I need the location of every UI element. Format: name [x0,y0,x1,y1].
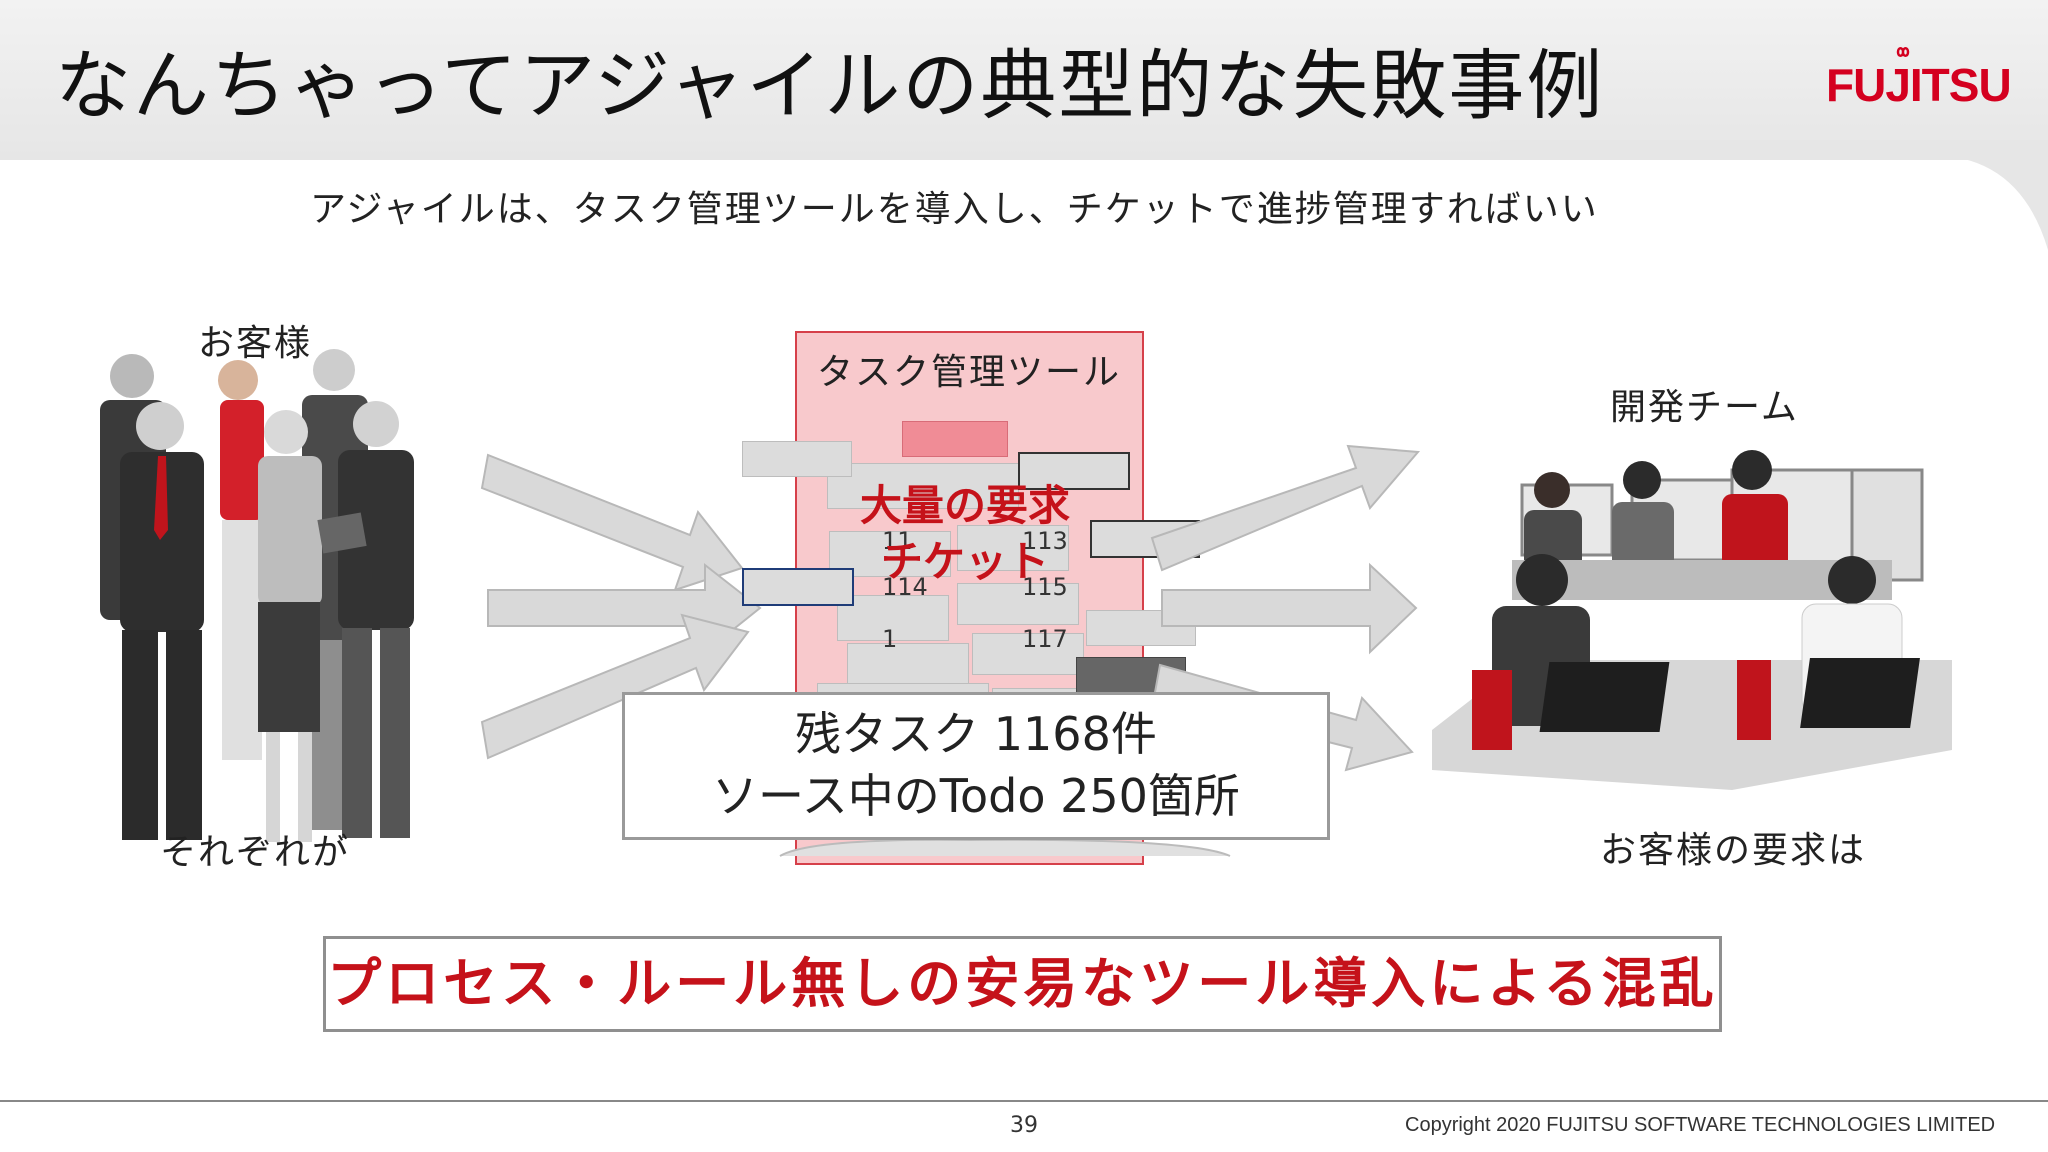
ticket [742,441,852,477]
dev-team-label: 開発チーム [1610,387,1799,428]
customer-label: お客様 [198,323,313,364]
slide-title: なんちゃってアジャイルの典型的な失敗事例 [55,41,1605,130]
ticket [957,583,1079,625]
ticket-number: 114 [882,573,928,601]
overlay-line1: 大量の要求 [859,481,1070,530]
ticket-number: 11 [882,527,913,555]
copyright: Copyright 2020 FUJITSU SOFTWARE TECHNOLO… [1405,1114,1996,1136]
overlay-line2: チケット [880,537,1049,586]
customer-caption: それぞれが [160,832,351,873]
footer-divider [0,1100,2048,1102]
ticket [827,463,1019,509]
ticket-number: 1 [882,625,898,653]
incoming-arrows [480,453,762,760]
ticket [1018,452,1130,490]
ticket-number: 115 [1022,573,1068,601]
conclusion-text: プロセス・ルール無しの安易なツール導入による混乱 [327,952,1718,1015]
remaining-tasks-line1: 残タスク 1168件 [795,707,1157,761]
page-number: 39 [1010,1113,1038,1138]
dev-team-caption: お客様の要求は [1600,830,1867,871]
fujitsu-logo: FUJITSU [1826,59,2012,111]
conclusion-banner: プロセス・ルール無しの安易なツール導入による混乱 [323,936,1722,1032]
subtitle: アジャイルは、タスク管理ツールを導入し、チケットで進捗管理すればいい [310,189,1599,230]
development-team-illustration [1432,450,1952,790]
ticket-number: 113 [1022,527,1068,555]
request-ticket-overlay: 大量の要求 チケット [800,478,1130,590]
ticket [972,633,1084,675]
remaining-tasks-line2: ソース中のTodo 250箇所 [712,769,1240,823]
ticket [837,595,949,641]
task-tool-label: タスク管理ツール [817,352,1122,393]
remaining-tasks-box: 残タスク 1168件 ソース中のTodo 250箇所 [622,692,1330,840]
header-band [0,0,2048,160]
ticket-number: 117 [1022,625,1068,653]
ticket [847,643,969,685]
ticket [742,568,854,606]
business-people-illustration [90,349,450,860]
ticket [902,421,1008,457]
header-curve [1500,140,2048,250]
infinity-logo-icon [1896,47,1910,57]
ticket [957,525,1069,571]
